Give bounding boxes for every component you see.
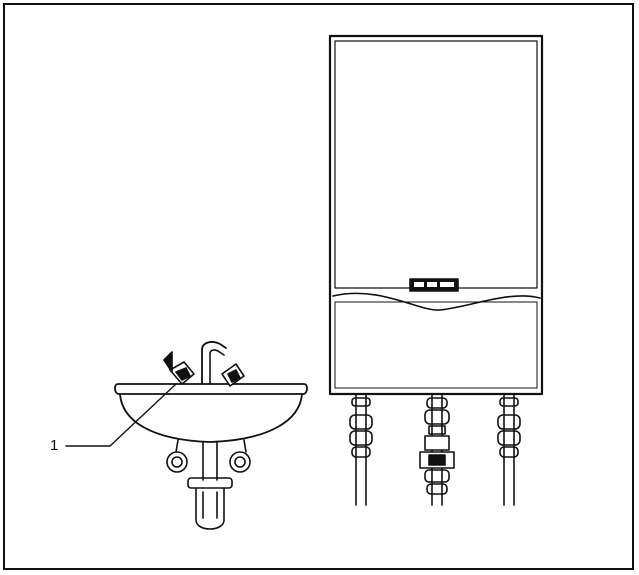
figure-frame: [3, 3, 634, 570]
callout-leader-1: [65, 383, 177, 447]
boiler-display-icon: [409, 278, 459, 292]
bracket-left-icon: [166, 451, 188, 473]
pipe-left-icon: [349, 393, 373, 506]
pipe-valve-icon: [419, 393, 455, 506]
hot-handle-icon: [163, 351, 195, 385]
washbasin-icon: [114, 383, 308, 530]
mixer-tap-icon: [163, 341, 245, 387]
siphon-icon: [187, 441, 233, 530]
boiler-unit-icon: [328, 34, 544, 396]
pipe-right-icon: [497, 393, 521, 506]
cold-handle-icon: [221, 363, 245, 387]
callout-label-1: 1: [50, 437, 59, 454]
bracket-right-icon: [229, 451, 251, 473]
